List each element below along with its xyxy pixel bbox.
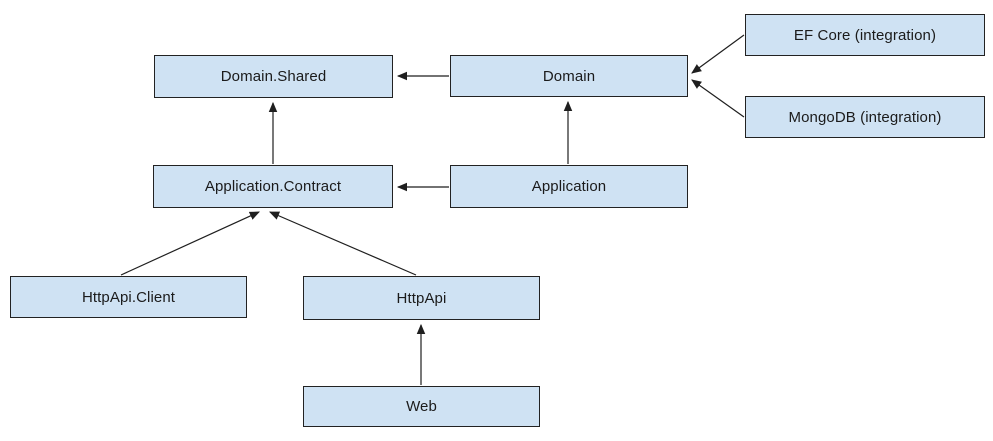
node-domain: Domain <box>450 55 688 97</box>
node-web: Web <box>303 386 540 427</box>
node-label: Application.Contract <box>204 178 342 195</box>
node-label: EF Core (integration) <box>793 26 937 44</box>
node-label: Domain.Shared <box>220 68 327 85</box>
node-application-contract: Application.Contract <box>153 165 393 208</box>
arrow-ef-core-to-domain <box>691 34 745 74</box>
node-ef-core-integration: EF Core (integration) <box>745 14 985 56</box>
node-httpapi: HttpApi <box>303 276 540 320</box>
node-mongodb-integration: MongoDB (integration) <box>745 96 985 138</box>
node-label: HttpApi <box>396 289 447 307</box>
node-domain-shared: Domain.Shared <box>154 55 393 98</box>
arrow-httpapi-client-to-application-contract <box>120 211 260 276</box>
node-label: Application <box>531 178 607 195</box>
arrow-mongodb-to-domain <box>691 79 745 118</box>
node-httpapi-client: HttpApi.Client <box>10 276 247 318</box>
node-label: HttpApi.Client <box>81 288 176 306</box>
node-label: MongoDB (integration) <box>788 108 942 126</box>
node-label: Web <box>406 398 437 415</box>
arrow-httpapi-to-application-contract <box>269 211 417 276</box>
node-label: Domain <box>542 67 596 85</box>
node-application: Application <box>450 165 688 208</box>
